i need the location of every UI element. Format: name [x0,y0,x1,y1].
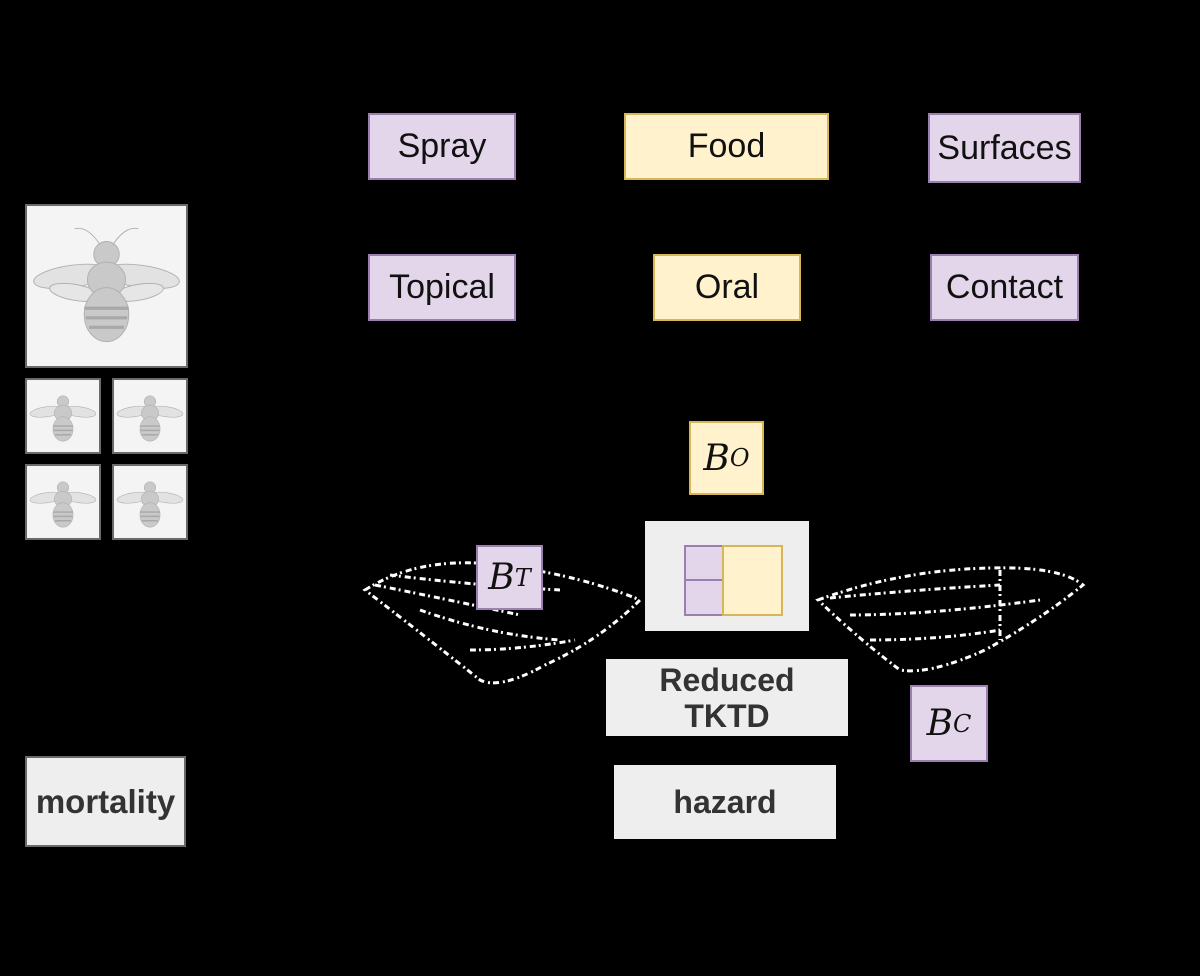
bee-illustration-icon [33,227,180,343]
bee-panel-small-1 [25,378,101,454]
symbol-b-o-subscript: O [729,444,750,472]
compartment-contact [684,579,724,616]
spray-box: Spray [368,113,516,180]
hazard-box: hazard [614,765,836,839]
bee-illustration-icon [116,395,184,442]
right-wing-outline [815,566,1086,673]
symbol-b-c-subscript: C [953,709,972,738]
symbol-b-c-base: B [926,703,954,744]
left-wing-veins [374,573,576,652]
right-wing-veins [829,570,1041,642]
surfaces-box: Surfaces [928,113,1081,183]
bee-panel-small-4 [112,464,188,540]
symbol-b-t-base: B [488,557,515,598]
mortality-box: mortality [25,756,186,847]
symbol-b-o-base: B [703,437,730,479]
bee-panel-small-3 [25,464,101,540]
oral-box: Oral [653,254,801,321]
compartment-topical [684,545,724,581]
topical-box: Topical [368,254,516,321]
symbol-b-t-subscript: T [514,563,531,592]
bee-illustration-icon [29,395,97,442]
bee-illustration-icon [29,481,97,528]
reduced-tktd-line1: Reduced [659,661,795,698]
compartment-oral [722,545,783,616]
bee-illustration-icon [116,481,184,528]
bee-panel-large [25,204,188,368]
contact-box: Contact [930,254,1079,321]
bee-panel-small-2 [112,378,188,454]
reduced-tktd-box: Reduced TKTD [606,659,848,736]
left-wing-outline [362,561,643,685]
food-box: Food [624,113,829,180]
reduced-tktd-line2: TKTD [684,697,770,734]
